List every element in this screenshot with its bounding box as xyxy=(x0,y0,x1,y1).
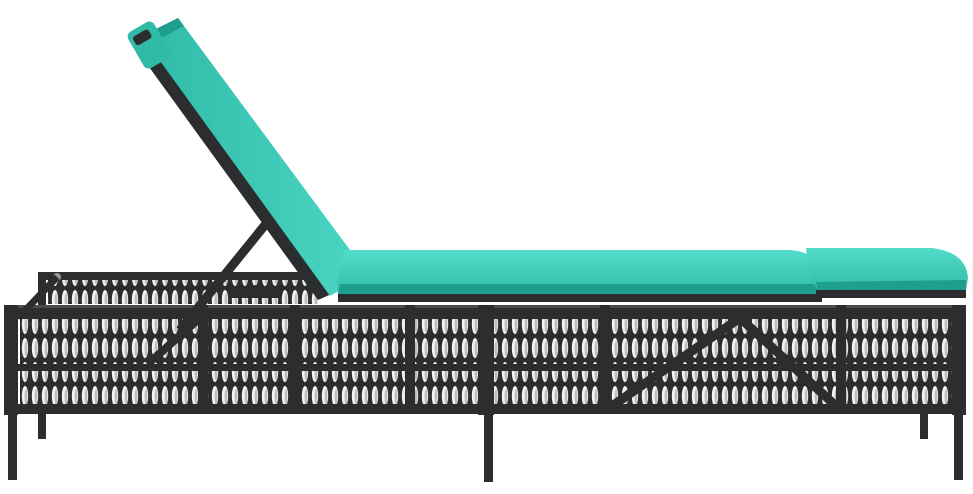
leg-front-right xyxy=(954,400,963,480)
weave-panel-lower-left xyxy=(20,370,480,406)
backrest xyxy=(127,18,350,300)
backrest-frame xyxy=(128,30,336,300)
weave-panel-upper-left xyxy=(20,318,480,364)
leg-front-left xyxy=(8,400,17,480)
side-frame xyxy=(4,305,966,415)
leg-back-left xyxy=(38,395,46,439)
seat-cushion xyxy=(337,250,822,302)
legs xyxy=(8,395,963,482)
leg-middle xyxy=(484,400,493,482)
headrest-pillow xyxy=(127,21,171,69)
weave-panel-lower-right xyxy=(494,370,952,406)
backrest-cushion xyxy=(142,18,350,296)
backrest-support xyxy=(15,222,280,333)
leg-back-right xyxy=(920,395,928,439)
foot-cushion xyxy=(806,248,968,298)
